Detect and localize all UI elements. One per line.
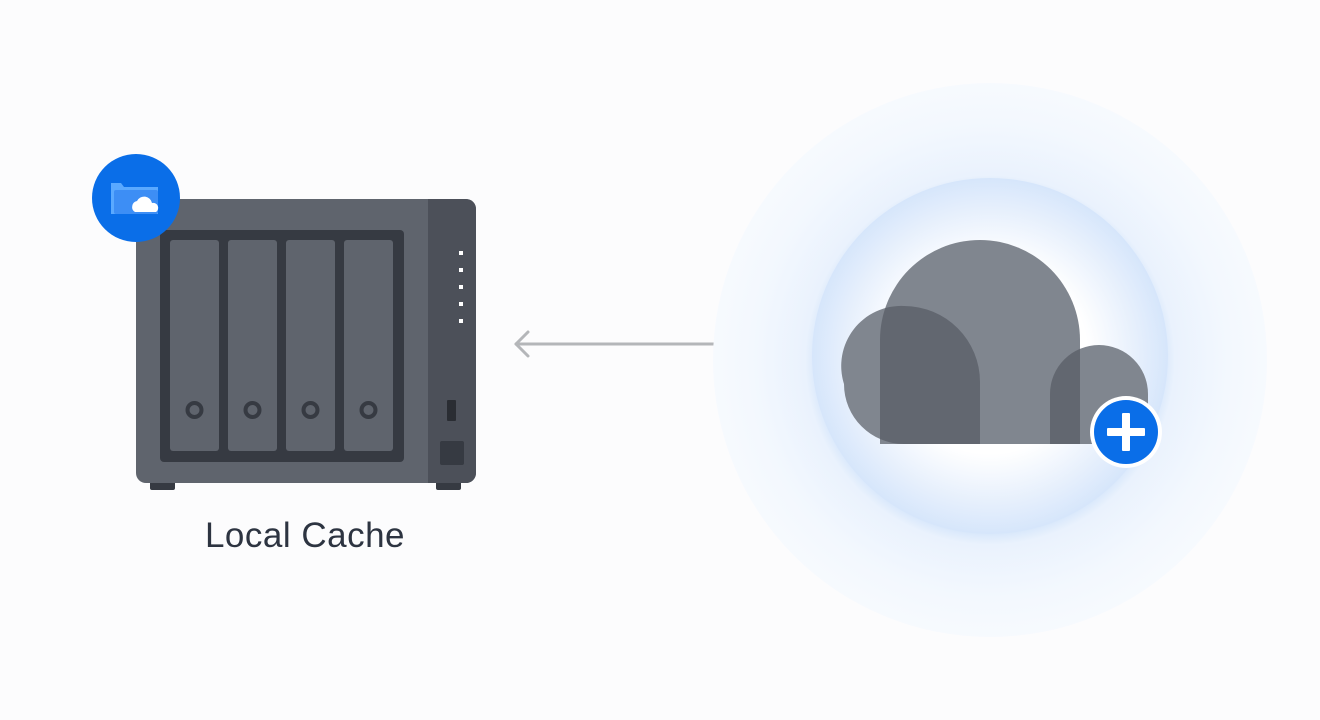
status-leds [459,251,463,323]
nas-device [136,199,476,490]
local-cache-label: Local Cache [204,516,406,555]
drive-bay [344,240,393,451]
drive-bay [228,240,277,451]
cloud-icon [841,240,1148,444]
drive-bay [170,240,219,451]
usb-port [447,400,456,421]
drive-bay [286,240,335,451]
nas-bay-frame [160,230,404,462]
power-button [440,441,464,465]
folder-cloud-icon [92,154,180,242]
add-plus-icon[interactable] [1090,396,1162,468]
nas-side-panel [428,199,476,483]
